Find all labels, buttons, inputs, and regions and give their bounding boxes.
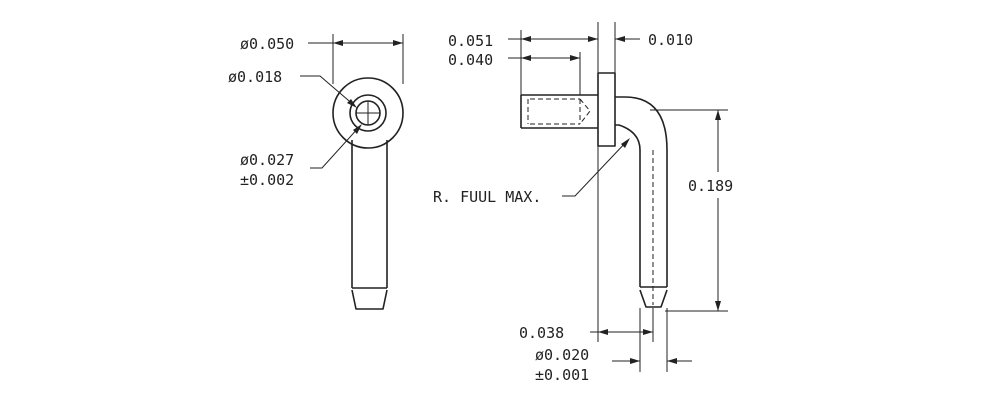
end-view-head-mid xyxy=(349,94,387,132)
dim-tip-diameter: ø0.020 ±0.001 xyxy=(535,308,692,384)
dim-flange-thickness-label: 0.010 xyxy=(648,31,693,49)
dim-leg-height-label: 0.189 xyxy=(688,177,733,195)
dim-tip-tolerance-label: ±0.001 xyxy=(535,366,589,384)
dim-pin-tolerance-label: ±0.002 xyxy=(240,171,294,189)
dim-tip-diameter-label: ø0.020 xyxy=(535,346,589,364)
dim-hole-diameter-label: ø0.018 xyxy=(228,68,282,86)
dim-outer-diameter-label: ø0.050 xyxy=(240,35,294,53)
side-view-bent-leg xyxy=(615,96,668,308)
bend-radius-note: R. FUUL MAX. xyxy=(433,138,630,206)
dim-leg-height: 0.189 xyxy=(650,109,756,312)
dim-pin-diameter: ø0.027 ±0.002 xyxy=(240,124,362,189)
end-view-crosshair xyxy=(356,101,380,125)
dim-head-widths: 0.051 0.040 0.010 xyxy=(448,22,693,95)
side-view: 0.051 0.040 0.010 R. FUUL MAX. 0.189 xyxy=(433,22,756,384)
side-view-flange xyxy=(597,72,616,147)
dim-pin-diameter-label: ø0.027 xyxy=(240,151,294,169)
end-view-head-outer xyxy=(332,77,404,149)
end-view-shank xyxy=(351,140,388,310)
dim-head-overall-label: 0.051 xyxy=(448,32,493,50)
dim-leg-offset-label: 0.038 xyxy=(519,324,564,342)
end-view: ø0.050 ø0.018 ø0.027 ±0.002 xyxy=(228,34,404,310)
dim-hole-diameter: ø0.018 xyxy=(228,68,357,108)
dim-leg-offset: 0.038 xyxy=(519,146,654,342)
bend-radius-note-label: R. FUUL MAX. xyxy=(433,188,541,206)
dim-outer-diameter: ø0.050 xyxy=(240,34,404,84)
dim-head-inner-label: 0.040 xyxy=(448,51,493,69)
side-view-pin xyxy=(520,94,598,129)
